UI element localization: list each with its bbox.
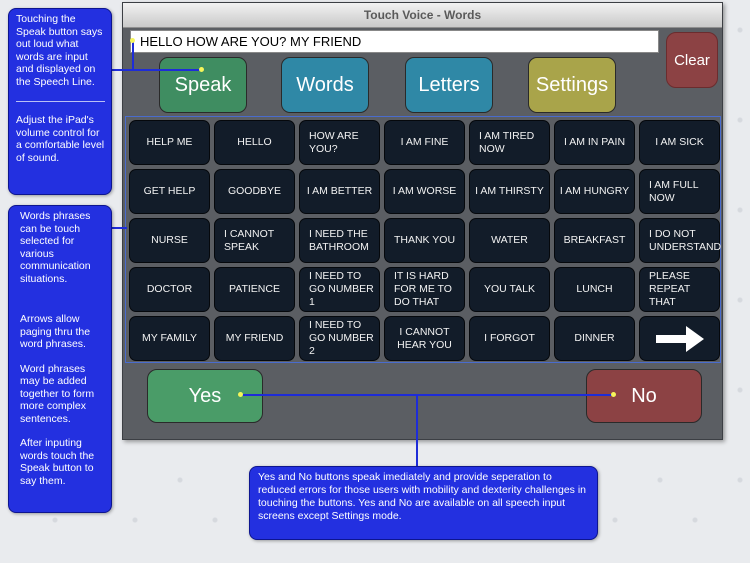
words-help-text: Words phrases can be touch selected for …	[20, 210, 91, 285]
phrase-button[interactable]: BREAKFAST	[554, 218, 635, 263]
no-button[interactable]: No	[586, 369, 702, 423]
speech-line[interactable]: HELLO HOW ARE YOU? MY FRIEND	[130, 30, 659, 53]
combine-help-text: Word phrases may be added together to fo…	[20, 362, 95, 425]
pointer-dot	[611, 392, 616, 397]
volume-help-text: Adjust the iPad's volume control for a c…	[16, 114, 105, 164]
speak-callout-leader-v	[132, 40, 134, 70]
phrase-button[interactable]: PLEASE REPEAT THAT	[639, 267, 720, 312]
phrase-button[interactable]: IT IS HARD FOR ME TO DO THAT	[384, 267, 465, 312]
phrase-button[interactable]: I NEED TO GO NUMBER 2	[299, 316, 380, 361]
phrase-button[interactable]: I NEED THE BATHROOM	[299, 218, 380, 263]
phrase-button[interactable]: I AM IN PAIN	[554, 120, 635, 165]
no-label: No	[631, 384, 657, 407]
phrase-button[interactable]: NURSE	[129, 218, 210, 263]
phrase-button[interactable]: I NEED TO GO NUMBER 1	[299, 267, 380, 312]
letters-mode-button[interactable]: Letters	[405, 57, 493, 113]
phrase-button[interactable]: HOW ARE YOU?	[299, 120, 380, 165]
settings-mode-button[interactable]: Settings	[528, 57, 616, 113]
phrase-button[interactable]: HELP ME	[129, 120, 210, 165]
arrows-help-text: Arrows allow paging thru the word phrase…	[20, 313, 91, 350]
phrase-button[interactable]: I CANNOT SPEAK	[214, 218, 295, 263]
phrase-button[interactable]: WATER	[469, 218, 550, 263]
phrase-button[interactable]: LUNCH	[554, 267, 635, 312]
yesno-callout-leader-v	[416, 394, 418, 467]
speak-callout-leader	[112, 69, 202, 71]
phrase-button[interactable]: PATIENCE	[214, 267, 295, 312]
words-mode-button[interactable]: Words	[281, 57, 369, 113]
phrase-button[interactable]: I AM BETTER	[299, 169, 380, 214]
phrase-button[interactable]: DINNER	[554, 316, 635, 361]
yes-button[interactable]: Yes	[147, 369, 263, 423]
yesno-callout-leader	[240, 394, 615, 396]
pointer-dot	[238, 392, 243, 397]
phrase-button[interactable]: GOODBYE	[214, 169, 295, 214]
phrase-button[interactable]: THANK YOU	[384, 218, 465, 263]
phrase-button[interactable]: I AM SICK	[639, 120, 720, 165]
phrase-button[interactable]: I FORGOT	[469, 316, 550, 361]
pointer-dot	[199, 67, 204, 72]
words-callout-leader	[112, 227, 127, 229]
speak-button[interactable]: Speak	[159, 57, 247, 113]
phrase-button[interactable]: I AM THIRSTY	[469, 169, 550, 214]
phrase-button[interactable]: MY FRIEND	[214, 316, 295, 361]
phrase-button[interactable]: GET HELP	[129, 169, 210, 214]
after-input-help-text: After inputing words touch the Speak but…	[20, 437, 95, 487]
clear-button[interactable]: Clear	[666, 32, 718, 88]
phrase-button[interactable]: I AM FINE	[384, 120, 465, 165]
phrase-grid: HELP ME HELLO HOW ARE YOU? I AM FINE I A…	[125, 116, 721, 363]
pointer-dot	[130, 38, 135, 43]
phrase-button[interactable]: I DO NOT UNDERSTAND	[639, 218, 721, 263]
phrase-button[interactable]: HELLO	[214, 120, 295, 165]
phrase-button[interactable]: I AM WORSE	[384, 169, 465, 214]
yes-label: Yes	[188, 384, 222, 407]
words-help-callout: Words phrases can be touch selected for …	[8, 205, 112, 513]
right-arrow-icon	[655, 325, 704, 352]
app-window: Touch Voice - Words HELLO HOW ARE YOU? M…	[122, 2, 723, 440]
phrase-button[interactable]: I CANNOT HEAR YOU	[384, 316, 465, 361]
phrase-button[interactable]: I AM FULL NOW	[639, 169, 720, 214]
callout-divider	[16, 101, 105, 102]
phrase-button[interactable]: YOU TALK	[469, 267, 550, 312]
phrase-button[interactable]: DOCTOR	[129, 267, 210, 312]
phrase-button[interactable]: I AM TIRED NOW	[469, 120, 550, 165]
next-page-button[interactable]	[639, 316, 720, 361]
window-title: Touch Voice - Words	[123, 3, 722, 28]
speak-help-callout: Touching the Speak button says out loud …	[8, 8, 112, 195]
yes-no-help-callout: Yes and No buttons speak imediately and …	[249, 466, 598, 540]
phrase-button[interactable]: MY FAMILY	[129, 316, 210, 361]
speak-help-text: Touching the Speak button says out loud …	[16, 13, 103, 88]
phrase-button[interactable]: I AM HUNGRY	[554, 169, 635, 214]
yes-no-help-text: Yes and No buttons speak imediately and …	[258, 471, 586, 522]
